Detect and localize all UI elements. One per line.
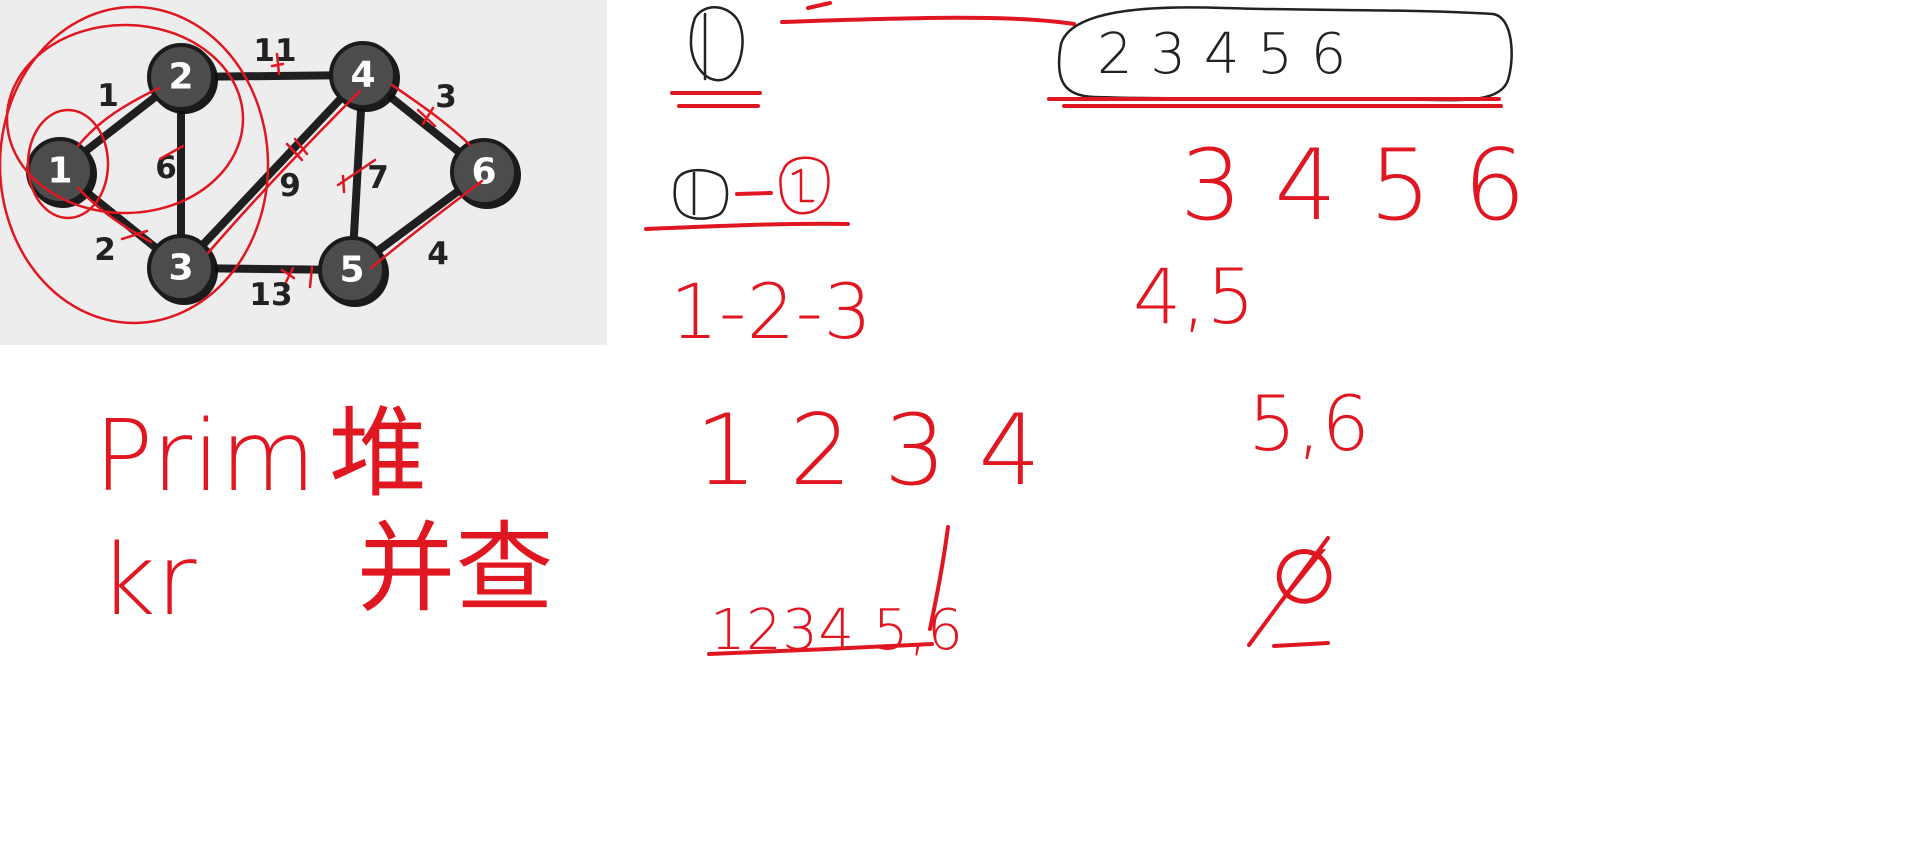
edge-weight-4-6: 3 — [435, 79, 457, 115]
visited-underline — [670, 91, 762, 108]
red-circle-nodes-1-2-3 — [0, 5, 270, 325]
red-trace-edge-1-2 — [76, 86, 161, 148]
row-two-annotations: 3 4 5 6 — [644, 129, 1526, 243]
method-prim-structure: 堆 — [329, 397, 428, 511]
row4-right-text: 5,6 — [1248, 379, 1370, 468]
edge-weight-1-3: 2 — [94, 232, 116, 268]
red-tick-edge-2-3 — [158, 144, 185, 161]
graph-node-3 — [147, 234, 215, 302]
red-tick-edge-1-3 — [120, 229, 149, 241]
empty-set-underline — [1272, 641, 1330, 648]
method-kruskal-structure: 并查 — [357, 512, 554, 626]
method-prim-label: Prim — [94, 400, 316, 514]
graph-node-4 — [329, 41, 397, 109]
row3-right-text: 4,5 — [1133, 252, 1255, 341]
unvisited-underline — [1047, 97, 1503, 108]
graph-node-5 — [318, 236, 386, 304]
red-trace-edge-4-6 — [390, 83, 472, 147]
row2-right-text: 3 4 5 6 — [1180, 129, 1526, 243]
red-mark-edge-3-5 — [280, 265, 314, 289]
edge-weight-3-4: 9 — [279, 168, 301, 204]
graph-node-6 — [450, 138, 518, 206]
edge-weight-2-4: 11 — [253, 33, 296, 69]
row3-left-text: 1-2-3 — [670, 267, 872, 356]
top-link-line — [780, 15, 1076, 26]
top-row-annotations: 2 3 4 5 6 — [670, 1, 1513, 108]
red-cross-edge-3-4 — [285, 137, 309, 162]
method-annotations: Prim 堆 kr 并查 — [94, 397, 554, 638]
graph-red-annotations — [0, 5, 484, 325]
graph-node-label-2: 2 — [168, 57, 193, 98]
top-link-mark — [806, 1, 832, 10]
method-kruskal-label: kr — [99, 524, 197, 638]
row-three-annotations: 1-2-3 4,5 — [670, 252, 1255, 356]
graph-node-2 — [147, 43, 215, 111]
red-mark-edge-2-4 — [270, 52, 285, 76]
row5-right-text: ∅ — [1271, 532, 1338, 621]
edge-weight-1-2: 1 — [97, 78, 119, 114]
visited-circle-one — [689, 6, 744, 82]
row2-dash — [735, 191, 773, 196]
graph-node-label-1: 1 — [47, 151, 72, 192]
graph-node-label-5: 5 — [339, 250, 364, 291]
row4-left-text: 1 2 3 4 — [695, 394, 1041, 508]
row5-left-underline — [707, 642, 934, 656]
unvisited-node-list: 2 3 4 5 6 — [1097, 22, 1346, 87]
red-mark-edge-4-5 — [336, 158, 377, 194]
row-four-annotations: 1 2 3 4 5,6 — [695, 379, 1370, 508]
red-circle-node-1 — [26, 108, 110, 220]
red-trace-edge-3-4 — [206, 89, 362, 255]
graph-node-label-4: 4 — [350, 55, 375, 96]
red-trace-edge-1-3 — [76, 186, 153, 244]
row2-underline — [644, 221, 850, 231]
edge-weight-4-5: 7 — [367, 160, 389, 196]
graph-node-label-3: 3 — [168, 248, 193, 289]
row2-circle-one — [673, 168, 729, 220]
row-five-annotations: 1234 5,6 ∅ — [707, 525, 1338, 663]
empty-set-slash — [1247, 536, 1330, 647]
edge-weight-5-6: 4 — [427, 236, 449, 272]
row5-slash-mark — [928, 525, 950, 631]
row2-circle-two — [779, 156, 830, 215]
row2-digit-two — [791, 168, 815, 203]
graph-edge-3-4 — [177, 71, 367, 272]
red-trace-edge-5-6 — [369, 179, 484, 270]
red-cross-edge-4-6 — [416, 106, 437, 128]
